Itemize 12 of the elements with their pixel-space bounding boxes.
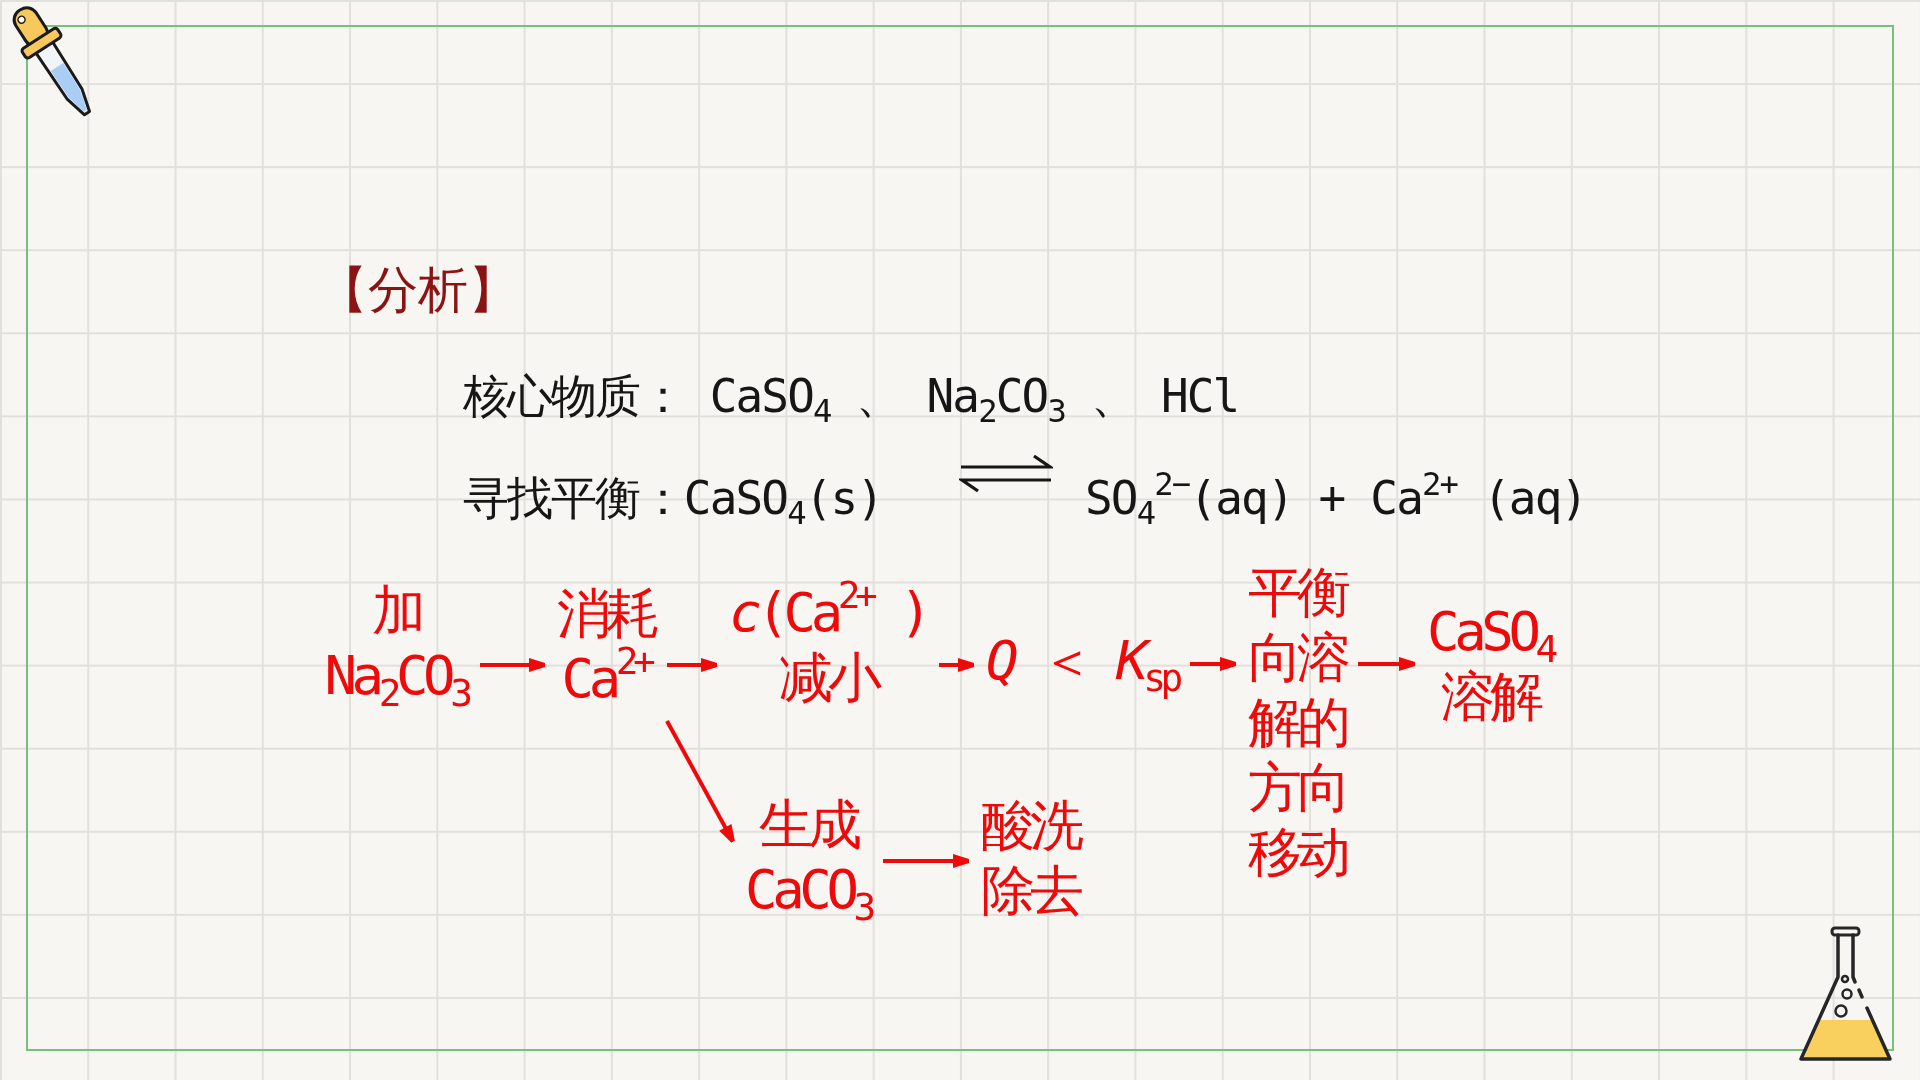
step-label: 平衡向溶解的方向移动 (1236, 553, 1358, 895)
step-label: CaSO$_{4}$溶解 (1415, 593, 1565, 739)
step-label: 生成CaCO$_{3}$ (733, 786, 883, 932)
step-label: c(Ca$^{2+}$ )减小 (717, 574, 939, 720)
step-label: 加Na$_{2}$CO$_{3}$ (312, 572, 480, 718)
step-label: 酸洗除去 (969, 787, 1091, 933)
text-line: 核心物质： CaSO$_{4}$ 、 Na$_{2}$CO$_{3}$ 、 HCl (463, 368, 1239, 426)
step-label: 消耗Ca$^{2+}$ (545, 575, 667, 721)
equation-text: 寻找平衡：CaSO$_{4}$(s) (463, 470, 883, 528)
heading: 【分析】 (318, 260, 518, 321)
step-label: Q ＜ K$_{sp}$ (974, 621, 1190, 703)
equation-text: SO$_{4}$$^{2−}$(aq) + Ca$^{2+}$ (aq) (1085, 468, 1587, 528)
